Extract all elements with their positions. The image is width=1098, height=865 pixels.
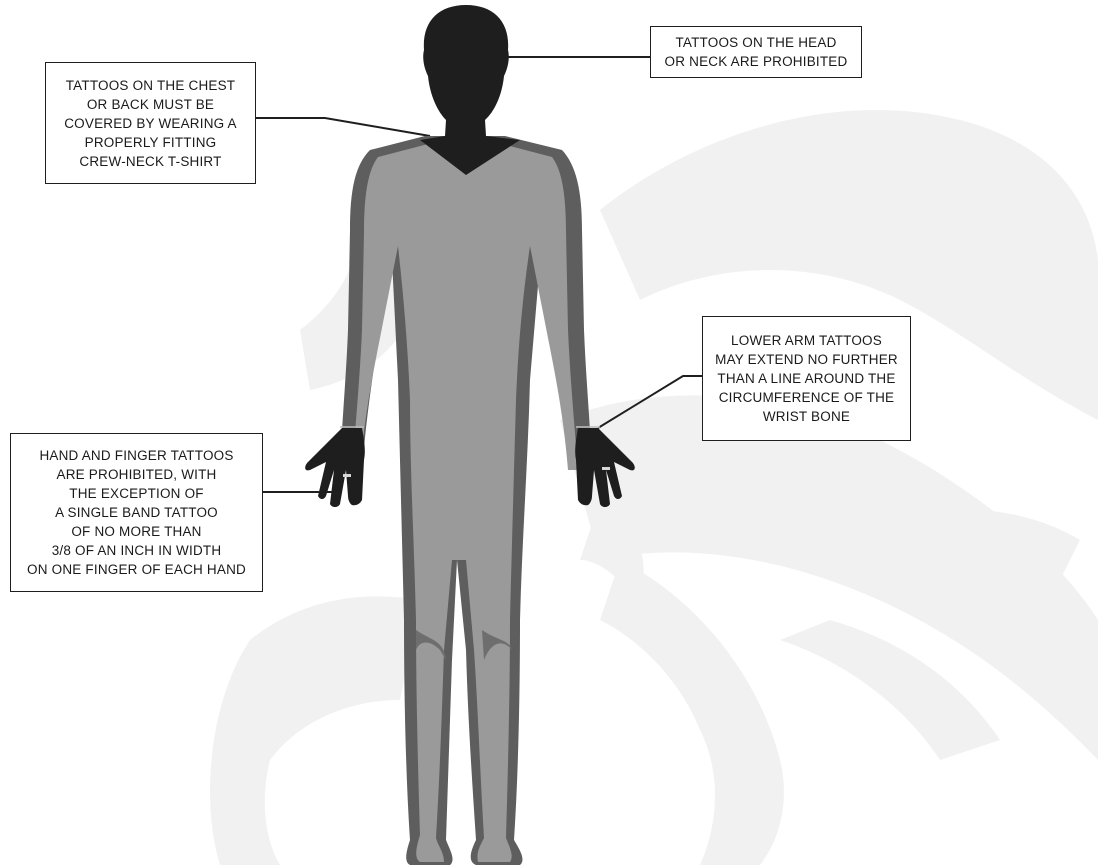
callout-chest-back: TATTOOS ON THE CHEST OR BACK MUST BE COV… (45, 62, 256, 184)
left-hand-prohibited-zone (305, 428, 365, 507)
right-finger-band (602, 467, 610, 470)
head-neck-prohibited-zone (420, 5, 520, 175)
callout-head-neck: TATTOOS ON THE HEAD OR NECK ARE PROHIBIT… (650, 26, 862, 78)
left-finger-band (343, 474, 351, 477)
body-fill (352, 144, 578, 862)
callout-arm-line-4: CIRCUMFERENCE OF THE (719, 388, 895, 407)
callout-hand-line-2: ARE PROHIBITED, WITH (56, 465, 216, 484)
callout-head-line-2: OR NECK ARE PROHIBITED (665, 52, 848, 71)
callout-hand-line-6: 3/8 OF AN INCH IN WIDTH (52, 541, 222, 560)
callout-arm-line-1: LOWER ARM TATTOOS (731, 331, 882, 350)
human-figure-front-icon (305, 5, 635, 865)
emblem-watermark-icon (210, 110, 1098, 865)
callout-head-line-1: TATTOOS ON THE HEAD (675, 33, 836, 52)
callout-chest-line-2: OR BACK MUST BE (87, 95, 214, 114)
callout-hand-line-1: HAND AND FINGER TATTOOS (39, 446, 233, 465)
callout-chest-line-5: CREW-NECK T-SHIRT (79, 152, 221, 171)
callout-hand-line-7: ON ONE FINGER OF EACH HAND (27, 560, 246, 579)
callout-chest-line-4: PROPERLY FITTING (85, 133, 217, 152)
callout-arm-line-5: WRIST BONE (763, 407, 850, 426)
callout-arm-line-2: MAY EXTEND NO FURTHER (715, 350, 898, 369)
callout-hand-finger: HAND AND FINGER TATTOOS ARE PROHIBITED, … (10, 433, 263, 592)
leader-line-chest (256, 118, 430, 136)
callout-hand-line-4: A SINGLE BAND TATTOO (55, 503, 218, 522)
callout-hand-line-5: OF NO MORE THAN (71, 522, 201, 541)
callout-lower-arm: LOWER ARM TATTOOS MAY EXTEND NO FURTHER … (702, 316, 911, 441)
callout-arm-line-3: THAN A LINE AROUND THE (717, 369, 895, 388)
callout-hand-line-3: THE EXCEPTION OF (69, 484, 203, 503)
callout-chest-line-3: COVERED BY WEARING A (64, 114, 237, 133)
callout-chest-line-1: TATTOOS ON THE CHEST (66, 76, 236, 95)
